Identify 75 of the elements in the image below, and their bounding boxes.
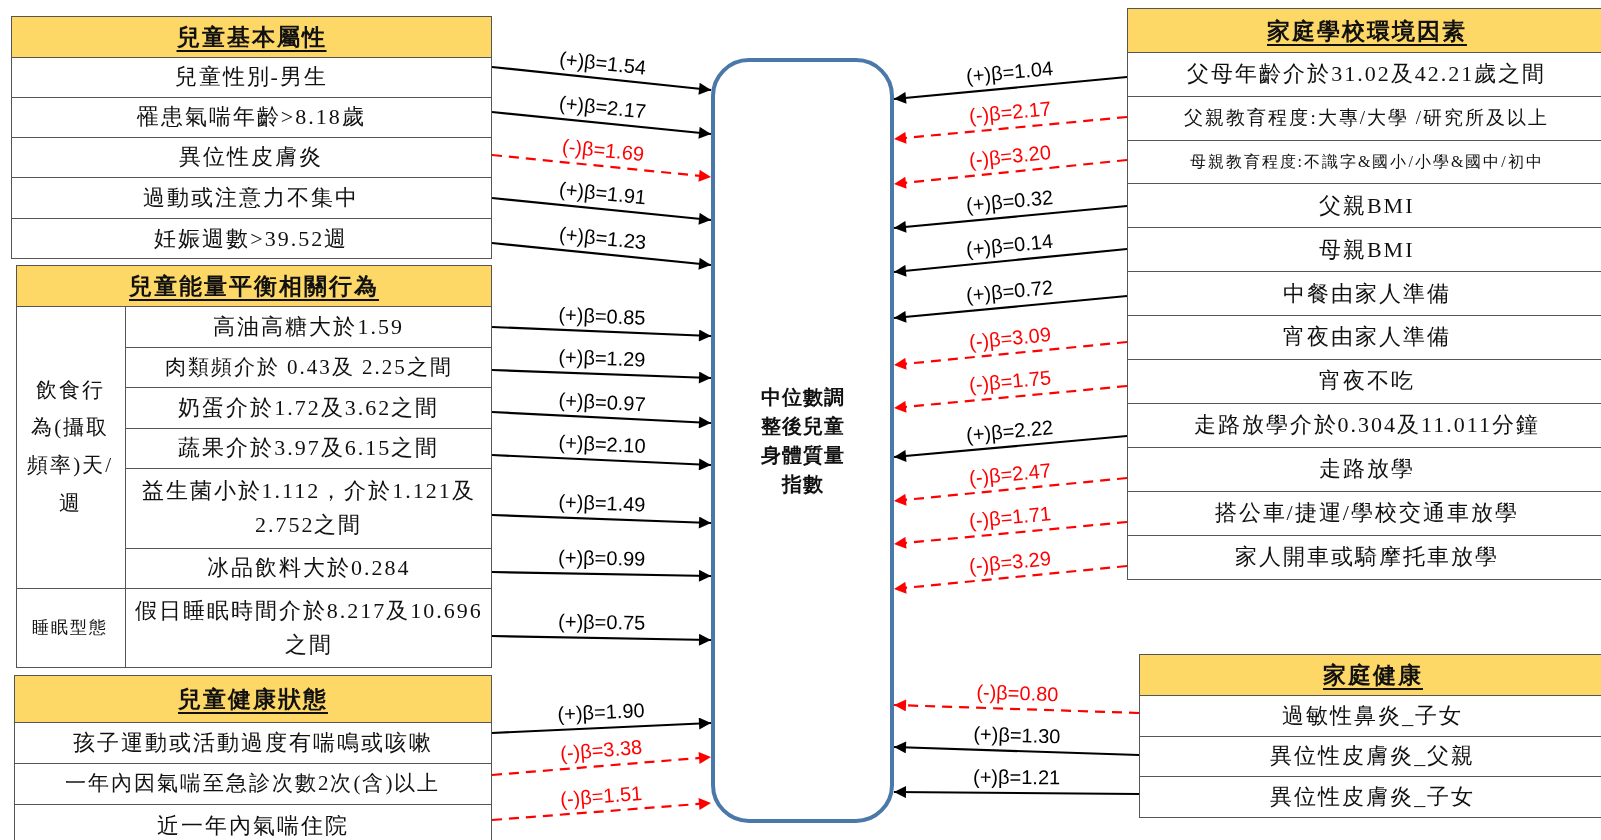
arrow [491, 241, 712, 270]
table-row: 父親教育程度:大專/大學 /研究所及以上 [1126, 95, 1601, 140]
category-cell: 飲食行為(攝取頻率)天/週 [15, 305, 126, 588]
table-row: 過動或注意力不集中 [10, 176, 492, 218]
table-row: 走路放學 [1126, 446, 1601, 491]
table-panel [1127, 8, 1601, 580]
arrow [491, 325, 712, 342]
table-panel [1139, 654, 1601, 818]
table-row: 近一年內氣喘住院 [13, 803, 492, 840]
arrow [893, 158, 1128, 189]
table-header: 兒童基本屬性 [12, 17, 491, 58]
table-header: 兒童能量平衡相關行為 [17, 266, 491, 307]
table-row: 孩子運動或活動過度有喘鳴或咳嗽 [13, 721, 492, 763]
arrow [491, 752, 712, 777]
arrow [491, 110, 712, 139]
table-row: 宵夜不吃 [1126, 359, 1601, 403]
arrow [893, 434, 1128, 462]
arrow [491, 410, 712, 429]
arrow [491, 65, 712, 95]
arrow [893, 476, 1128, 506]
table-panel [16, 265, 492, 668]
arrow [893, 75, 1128, 104]
edge-label: (+)β=0.99 [556, 546, 648, 570]
table-row: 異位性皮膚炎 [10, 136, 492, 177]
edge-label: (+)β=0.75 [556, 610, 648, 634]
category-cell: 睡眠型態 [15, 587, 126, 668]
table-row: 一年內因氣喘至急診次數2次(含)以上 [13, 762, 492, 804]
arrow [492, 569, 711, 582]
table-row: 異位性皮膚炎_子女 [1138, 775, 1601, 818]
table-row: 妊娠週數>39.52週 [10, 217, 492, 259]
arrow [893, 384, 1128, 413]
table-row: 蔬果介於3.97及6.15之間 [125, 427, 492, 468]
table-row: 母親教育程度:不識字&國小/小學&國中/初中 [1126, 139, 1601, 184]
arrow [491, 797, 712, 822]
table-row: 走路放學介於0.304及11.011分鐘 [1126, 402, 1601, 447]
arrow [491, 453, 712, 471]
arrow [491, 368, 712, 384]
table-row: 父親BMI [1126, 183, 1601, 228]
arrow [893, 247, 1128, 277]
table-row: 異位性皮膚炎_父親 [1138, 735, 1601, 776]
table-row: 宵夜由家人準備 [1126, 315, 1601, 359]
table-row: 家人開車或騎摩托車放學 [1126, 534, 1601, 579]
table-row: 中餐由家人準備 [1126, 271, 1601, 316]
arrow [491, 717, 712, 735]
arrow [894, 786, 1139, 799]
arrow [893, 294, 1128, 323]
table-header: 兒童健康狀態 [15, 676, 491, 723]
arrow [893, 115, 1128, 144]
table-row: 父母年齡介於31.02及42.21歲之間 [1126, 51, 1601, 96]
table-panel [14, 675, 492, 840]
table-row: 益生菌小於1.112，介於1.121及2.752之間 [125, 467, 492, 548]
table-row: 假日睡眠時間介於8.217及10.696之間 [125, 587, 492, 668]
table-row: 過敏性鼻炎_子女 [1138, 694, 1601, 736]
table-row: 冰品飲料大於0.284 [125, 547, 492, 588]
arrow [492, 633, 711, 646]
table-row: 罹患氣喘年齡>8.18歲 [10, 96, 492, 137]
arrow [491, 153, 712, 182]
outcome-box: 中位數調整後兒童身體質量指數 [711, 58, 894, 823]
table-row: 兒童性別-男生 [10, 56, 492, 97]
table-row: 高油高糖大於1.59 [125, 305, 492, 347]
arrow [893, 699, 1140, 715]
arrow [491, 196, 712, 225]
arrow [893, 204, 1128, 233]
arrow [893, 741, 1140, 757]
table-header: 家庭學校環境因素 [1128, 9, 1601, 53]
table-row: 肉類頻介於 0.43及 2.25之間 [125, 346, 492, 387]
table-panel [11, 16, 492, 259]
table-row: 母親BMI [1126, 227, 1601, 272]
table-row: 搭公車/捷運/學校交通車放學 [1126, 490, 1601, 535]
table-row: 奶蛋介於1.72及3.62之間 [125, 386, 492, 428]
arrow [893, 564, 1128, 594]
table-header: 家庭健康 [1140, 655, 1601, 696]
arrow [893, 340, 1128, 370]
arrow [893, 520, 1128, 549]
arrow [491, 513, 712, 529]
